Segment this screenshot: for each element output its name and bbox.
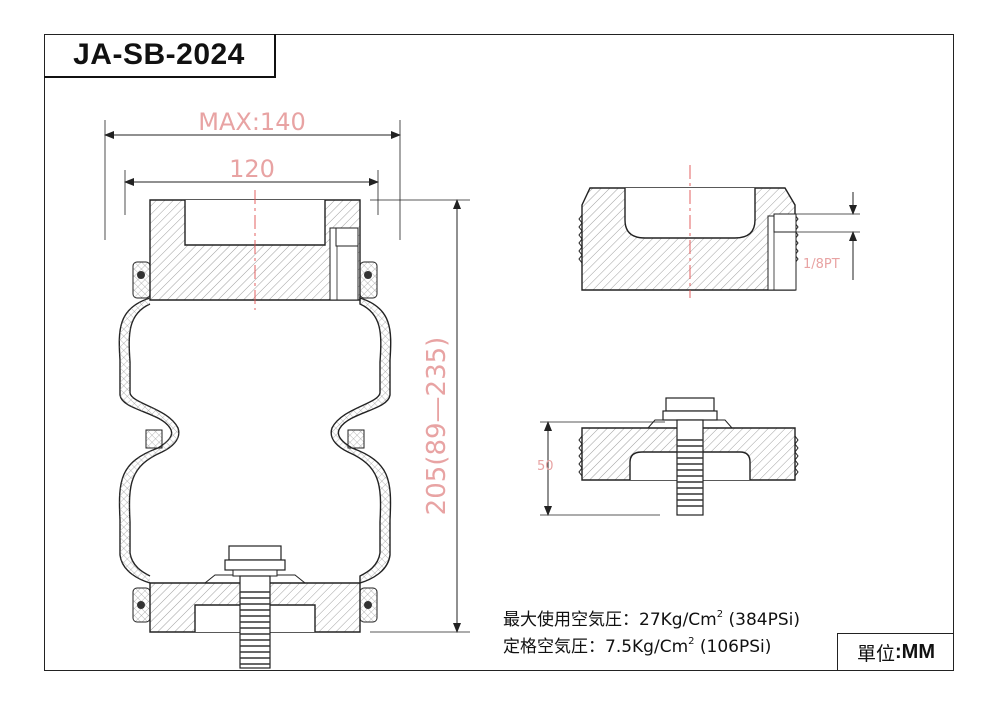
top-plate-detail: 1/8PT: [578, 165, 860, 298]
unit-label: 單位:MM: [837, 633, 954, 671]
part-number-title: JA-SB-2024: [44, 34, 276, 78]
max-width-dimension: MAX:140: [198, 108, 305, 136]
max-pressure-spec: 最大使用空気圧：27Kg/Cm2 (384PSi): [503, 609, 800, 631]
plate-width-dimension: 120: [229, 155, 275, 183]
stud-length-dimension: 50: [537, 459, 554, 474]
drawing-frame: [44, 34, 954, 671]
bottom-plate-detail: 50: [537, 397, 799, 516]
port-dimension: 1/8PT: [803, 257, 840, 272]
height-dimension: 205(89—235): [422, 337, 452, 516]
rated-pressure-spec: 定格空気圧：7.5Kg/Cm2 (106PSi): [503, 636, 772, 658]
main-section-view: MAX:140 120 205(89—235): [104, 108, 470, 669]
